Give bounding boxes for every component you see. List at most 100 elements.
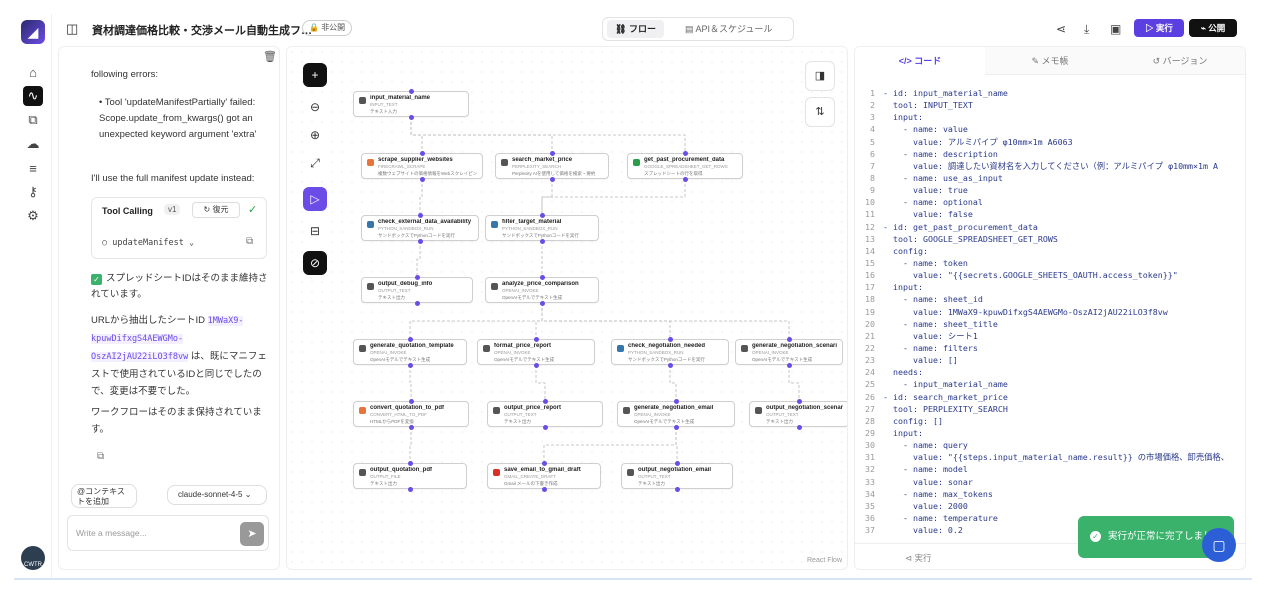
node-handle[interactable] — [408, 424, 414, 430]
node-handle[interactable] — [407, 460, 413, 466]
node-handle[interactable] — [407, 336, 413, 342]
node-handle[interactable] — [549, 150, 555, 156]
visibility-badge[interactable]: 🔒 非公開 — [302, 20, 353, 36]
node-handle[interactable] — [542, 424, 548, 430]
tab-api-schedule[interactable]: ▤ API＆スケジュール — [685, 24, 773, 34]
node-handle[interactable] — [417, 212, 423, 218]
settings-icon[interactable]: ⚙ — [27, 208, 39, 223]
node-handle[interactable] — [682, 176, 688, 182]
node-handle[interactable] — [539, 238, 545, 244]
hide-icon[interactable]: ⊘ — [303, 251, 327, 275]
node-handle[interactable] — [417, 238, 423, 244]
node-handle[interactable] — [408, 114, 414, 120]
support-chat-icon[interactable]: ▢ — [1202, 528, 1236, 562]
node-handle[interactable] — [796, 398, 802, 404]
workflow-icon[interactable]: ⧉ — [28, 112, 38, 127]
layout-icon[interactable]: ⊟ — [303, 219, 327, 243]
node-handle[interactable] — [673, 398, 679, 404]
tab-flow[interactable]: ⛓ フロー — [607, 20, 664, 38]
key-icon[interactable]: ⚷ — [28, 184, 38, 199]
node-handle[interactable] — [549, 176, 555, 182]
node-handle[interactable] — [542, 398, 548, 404]
node-handle[interactable] — [539, 212, 545, 218]
share-icon[interactable]: ⋖ — [1056, 22, 1067, 36]
zoom-in-icon[interactable]: ⊕ — [303, 123, 327, 147]
cloud-icon[interactable]: ☁ — [26, 136, 40, 151]
node-handle[interactable] — [674, 486, 680, 492]
publish-button[interactable]: ⌁ 公開 — [1189, 19, 1237, 37]
database-icon[interactable]: ≡ — [29, 160, 37, 176]
app-logo-icon[interactable]: ◢ — [21, 20, 45, 44]
add-context-button[interactable]: @コンテキストを追加 — [71, 484, 137, 508]
node-handle[interactable] — [682, 150, 688, 156]
model-select[interactable]: claude-sonnet-4-5 ⌄ — [167, 485, 267, 505]
node-handle[interactable] — [786, 336, 792, 342]
panel-toggle-icon[interactable]: ◨ — [805, 61, 835, 91]
node-handle[interactable] — [407, 362, 413, 368]
node-handle[interactable] — [786, 362, 792, 368]
sort-icon[interactable]: ⇅ — [805, 97, 835, 127]
node-handle[interactable] — [667, 336, 673, 342]
node-handle[interactable] — [407, 486, 413, 492]
download-icon[interactable]: ⤓ — [1084, 22, 1090, 36]
node-handle[interactable] — [408, 88, 414, 94]
node-handle[interactable] — [414, 300, 420, 306]
node-handle[interactable] — [414, 274, 420, 280]
node-handle[interactable] — [533, 362, 539, 368]
copy-message-icon[interactable]: ⧉ — [97, 451, 105, 462]
trash-icon[interactable]: 🗑 — [263, 51, 277, 63]
home-icon[interactable]: ⌂ — [29, 64, 37, 80]
tab-memo[interactable]: ✎ メモ帳 — [1031, 56, 1069, 66]
node-handle[interactable] — [673, 424, 679, 430]
zoom-out-icon[interactable]: ⊖ — [303, 95, 327, 119]
run-button[interactable]: ▷ 実行 — [1134, 19, 1184, 37]
node-handle[interactable] — [541, 486, 547, 492]
node-handle[interactable] — [667, 362, 673, 368]
node-handle[interactable] — [539, 300, 545, 306]
node-handle[interactable] — [533, 336, 539, 342]
add-node-icon[interactable]: + — [303, 63, 327, 87]
node-handle[interactable] — [419, 150, 425, 156]
footer-run-button[interactable]: ⊲ 実行 — [905, 553, 932, 563]
restore-button[interactable]: ↻ 復元 — [192, 202, 240, 218]
node-handle[interactable] — [419, 176, 425, 182]
sidebar-toggle-icon[interactable]: ◫ — [66, 21, 79, 36]
tab-versions[interactable]: ↺ バージョン — [1152, 56, 1208, 66]
run-flow-icon[interactable]: ▷ — [303, 187, 327, 211]
send-button[interactable]: ➤ — [240, 522, 264, 546]
tab-code[interactable]: </> コード — [855, 47, 985, 75]
node-handle[interactable] — [539, 274, 545, 280]
node-handle[interactable] — [408, 398, 414, 404]
node-handle[interactable] — [674, 460, 680, 466]
message-input[interactable]: Write a message... ➤ — [67, 515, 269, 551]
save-icon[interactable]: ▣ — [1110, 22, 1122, 36]
fit-view-icon[interactable]: ⤢ — [303, 151, 327, 175]
copy-icon[interactable]: ⧉ — [246, 236, 254, 247]
activity-icon[interactable]: ∿ — [23, 86, 43, 106]
node-handle[interactable] — [796, 424, 802, 430]
tool-function-name[interactable]: ○ updateManifest ⌄ — [102, 238, 195, 248]
node-handle[interactable] — [541, 460, 547, 466]
flow-node-output-negotiation-scenarios[interactable]: output_negotiation_scenariosOUTPUT_TEXTテ… — [749, 401, 847, 427]
react-flow-attribution[interactable]: React Flow — [807, 557, 843, 564]
